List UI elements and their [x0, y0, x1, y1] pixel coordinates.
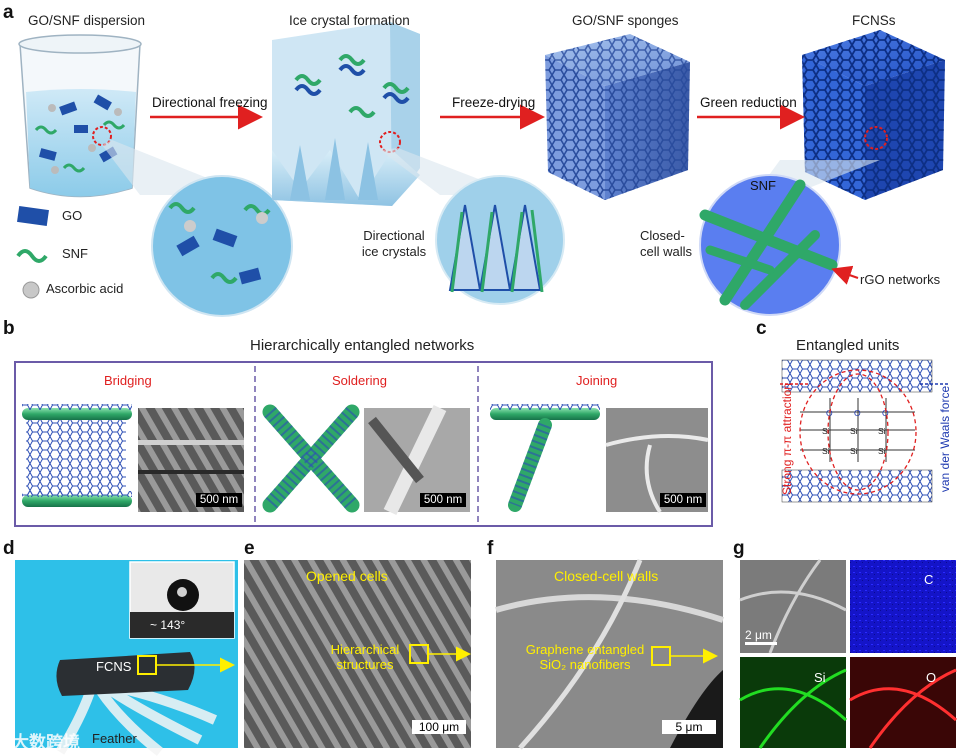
stage-title-dispersion: GO/SNF dispersion	[28, 13, 145, 28]
panel-a-label: a	[3, 2, 14, 24]
svg-text:Si: Si	[878, 426, 886, 436]
entangled-unit-diagram: O O O Si Si Si Si Si Si	[780, 360, 948, 502]
panel-b-title: Hierarchically entangled networks	[250, 337, 474, 354]
ascorbic-acid-legend-icon	[23, 282, 39, 298]
mode-bridging: Bridging	[104, 373, 152, 388]
vdw-force-label: van der Waals force	[938, 374, 952, 504]
fcns-label: FCNS	[96, 659, 131, 674]
feather-label: Feather	[92, 731, 137, 746]
arrow-label-reduction: Green reduction	[700, 95, 797, 110]
element-si: Si	[814, 670, 826, 685]
snf-legend-icon	[18, 251, 46, 261]
arrow-label-drying: Freeze-drying	[452, 95, 535, 110]
legend-ascorbic-acid: Ascorbic acid	[46, 281, 123, 296]
ice-label-line1: Directional	[354, 228, 434, 243]
scalebar-f: 5 μm	[662, 720, 716, 734]
pi-pi-attraction-label: Strong π-π attraction	[780, 374, 794, 504]
closed-cell-line1: Closed-	[640, 228, 685, 243]
dispersion-zoom-circle	[152, 176, 292, 316]
opened-cells-title: Opened cells	[306, 568, 388, 584]
mode-soldering: Soldering	[332, 373, 387, 388]
scalebar-soldering: 500 nm	[420, 493, 466, 507]
svg-text:Si: Si	[850, 426, 858, 436]
graphene-line2: SiO₂ nanofibers	[520, 657, 650, 672]
scalebar-bridging: 500 nm	[196, 493, 242, 507]
scalebar-joining: 500 nm	[660, 493, 706, 507]
arrow-label-freezing: Directional freezing	[152, 95, 268, 110]
stage-title-sponges: GO/SNF sponges	[572, 13, 679, 28]
scalebar-g: 2 μm	[745, 628, 772, 642]
mode-joining: Joining	[576, 373, 617, 388]
legend-snf: SNF	[62, 246, 88, 261]
legend-go: GO	[62, 208, 82, 223]
hierarchical-line2: structures	[318, 657, 412, 672]
eds-map-c	[850, 560, 956, 653]
hierarchical-line1: Hierarchical	[318, 642, 412, 657]
ice-zoom-channels	[450, 205, 542, 292]
svg-text:Si: Si	[850, 446, 858, 456]
panel-e-label: e	[244, 538, 255, 560]
panel-g-label: g	[733, 538, 745, 560]
panel-c-label: c	[756, 318, 767, 340]
eds-map-o	[850, 657, 956, 748]
rgo-label: rGO networks	[860, 272, 940, 287]
panel-d-label: d	[3, 538, 15, 560]
panel-f-label: f	[487, 538, 493, 560]
bridging-illustration	[22, 404, 132, 507]
eds-map-si	[740, 657, 846, 748]
stage-title-fcns: FCNSs	[852, 13, 896, 28]
closed-cell-line2: cell walls	[640, 244, 692, 259]
go-legend-icon	[17, 206, 49, 226]
scalebar-e: 100 μm	[412, 720, 466, 734]
panel-b-label: b	[3, 318, 15, 340]
svg-text:Si: Si	[878, 446, 886, 456]
ice-crystal-illustration	[272, 22, 420, 206]
stage-title-ice: Ice crystal formation	[289, 13, 410, 28]
svg-text:O: O	[854, 408, 861, 418]
graphene-line1: Graphene entangled	[520, 642, 650, 657]
snf-label: SNF	[750, 178, 776, 193]
element-o: O	[926, 670, 936, 685]
sponge-cube-illustration	[545, 34, 690, 200]
contact-angle-label: ~ 143°	[150, 618, 185, 632]
closed-cell-title: Closed-cell walls	[554, 568, 658, 584]
element-c: C	[924, 572, 933, 587]
ice-label-line2: ice crystals	[354, 244, 434, 259]
beaker-illustration	[19, 35, 141, 197]
watermark: 大数跨境	[12, 728, 80, 753]
panel-c-title: Entangled units	[796, 337, 899, 354]
